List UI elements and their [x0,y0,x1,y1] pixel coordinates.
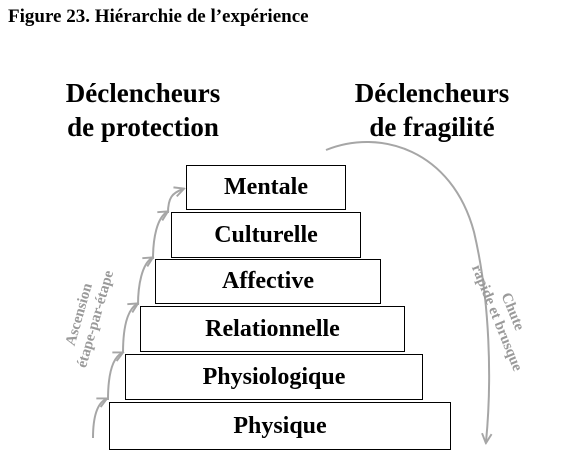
ascent-arrow-5 [152,212,167,260]
level-relationnelle: Relationnelle [140,306,405,352]
header-protection-triggers: Déclencheurs de protection [28,76,258,144]
figure-title: Figure 23. Hiérarchie de l’expérience [8,6,309,27]
level-mentale: Mentale [186,165,346,210]
ascent-arrow-6 [167,189,183,214]
ascent-step-arrows [92,189,183,439]
header-fragility-line1: Déclencheurs [354,78,510,108]
ascent-arrow-2 [107,353,122,401]
ascent-arrow-3 [122,304,137,354]
fall-arrow [325,141,489,442]
header-protection-line1: Déclencheurs [65,78,221,108]
level-affective: Affective [155,259,381,304]
level-physique: Physique [109,402,451,450]
ascent-arrow-1 [92,399,106,439]
level-physiologique: Physiologique [125,354,423,400]
header-fragility-triggers: Déclencheurs de fragilité [322,76,542,144]
ascent-arrow-4 [137,258,152,306]
header-protection-line2: de protection [67,112,219,142]
header-fragility-line2: de fragilité [369,112,495,142]
level-culturelle: Culturelle [171,212,361,258]
